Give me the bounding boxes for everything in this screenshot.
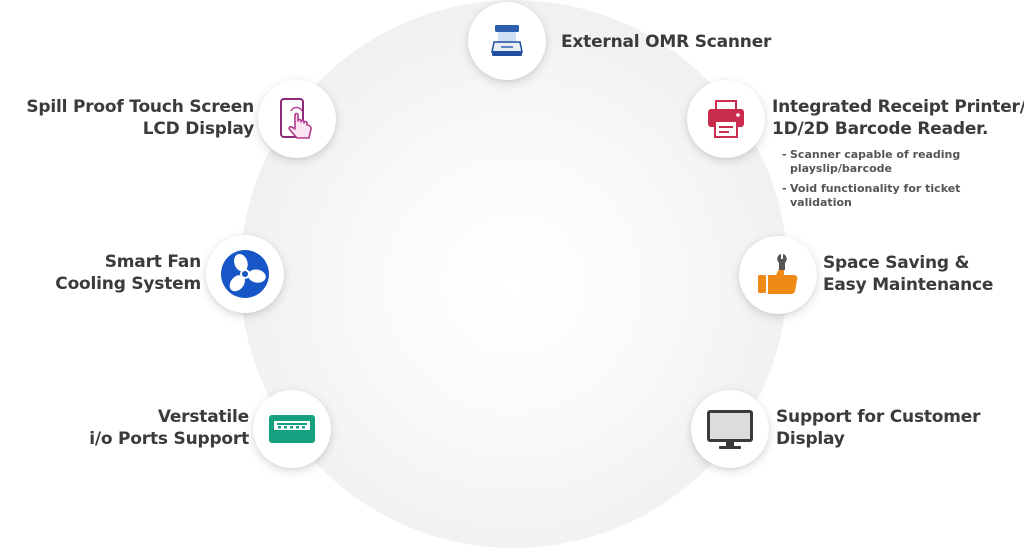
smart-fan-label: Smart Fan Cooling System xyxy=(55,252,201,294)
central-circle xyxy=(240,0,788,548)
io-ports-node xyxy=(253,390,331,468)
scanner-icon xyxy=(491,25,523,56)
fan-icon xyxy=(221,250,269,298)
customer-display-label: Support for Customer Display xyxy=(776,407,981,449)
touch-screen-label: Spill Proof Touch Screen LCD Display xyxy=(26,97,254,139)
thumbs-up-wrench-icon xyxy=(758,254,798,294)
printer-notes: - Scanner capable of reading playslip/ba… xyxy=(782,148,980,216)
touch-screen-node xyxy=(258,80,336,158)
receipt-printer-label: Integrated Receipt Printer/ 1D/2D Barcod… xyxy=(772,97,1024,139)
touch-screen-icon xyxy=(280,98,312,139)
io-ports-label: Verstatile i/o Ports Support xyxy=(89,407,249,449)
customer-display-node xyxy=(691,390,769,468)
space-saving-node xyxy=(739,236,817,314)
omr-scanner-label: External OMR Scanner xyxy=(561,32,772,52)
printer-note: - Scanner capable of reading playslip/ba… xyxy=(782,148,961,175)
printer-icon xyxy=(708,100,744,138)
omr-scanner-node xyxy=(468,2,546,80)
monitor-icon xyxy=(707,410,753,449)
receipt-printer-node xyxy=(687,80,765,158)
printer-note: - Void functionality for ticket validati… xyxy=(782,182,961,209)
usb-port-icon xyxy=(269,415,315,443)
smart-fan-node xyxy=(206,235,284,313)
space-saving-label: Space Saving & Easy Maintenance xyxy=(823,253,994,295)
